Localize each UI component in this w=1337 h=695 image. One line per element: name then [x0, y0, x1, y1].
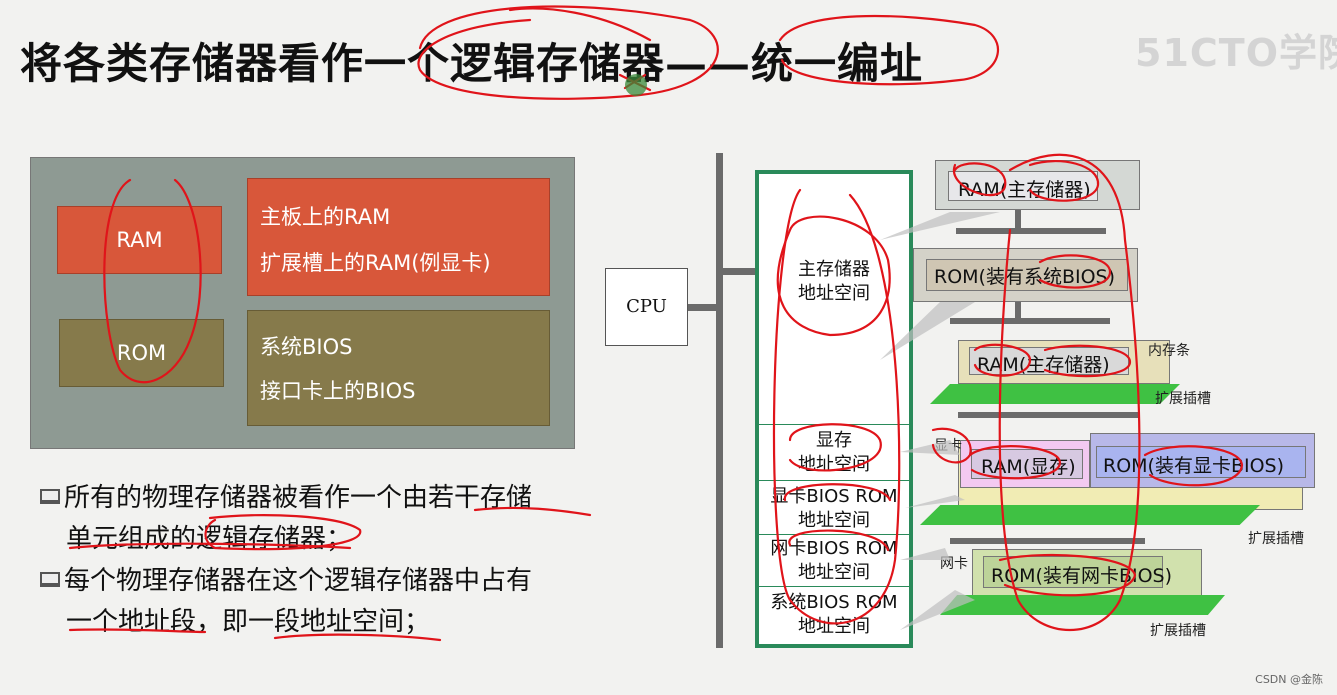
- bullet-text: 每个物理存储器在这个逻辑存储器中占有: [64, 566, 533, 596]
- bus-bar: [1015, 210, 1021, 230]
- watermark-credit: CSDN @金陈: [1255, 673, 1323, 686]
- bullet-1-line-2: 单元组成的逻辑存储器；: [66, 524, 353, 554]
- ram-description-box: 主板上的RAM 扩展槽上的RAM(例显卡): [247, 178, 550, 296]
- computer-bullet-icon: [40, 489, 60, 504]
- network-card-label: 网卡: [940, 556, 968, 572]
- bus-bar: [950, 538, 1145, 544]
- bus-bar: [958, 412, 1138, 418]
- expansion-slot: [940, 595, 1225, 615]
- segment-label: 网卡BIOS ROM: [770, 538, 898, 559]
- segment-label: 地址空间: [798, 616, 870, 637]
- memory-stick-label: 内存条: [1148, 343, 1190, 359]
- chip-label: RAM(主存储器): [977, 354, 1110, 376]
- bus-bar: [950, 318, 1110, 324]
- ram-desc-line: 主板上的RAM: [260, 205, 391, 229]
- chip-label: RAM(显存): [981, 456, 1076, 478]
- ram-label: RAM: [116, 228, 163, 252]
- cpu-label: CPU: [626, 296, 667, 317]
- bus-stub: [723, 268, 755, 275]
- rom-system-chip: ROM(装有系统BIOS): [913, 248, 1138, 302]
- memory-stick: RAM(主存储器): [958, 340, 1170, 384]
- segment-label: 主存储器: [798, 259, 870, 280]
- expansion-slot-label: 扩展插槽: [1248, 531, 1304, 547]
- address-segment-system-bios: 系统BIOS ROM 地址空间: [759, 586, 909, 644]
- memory-type-panel: RAM ROM 主板上的RAM 扩展槽上的RAM(例显卡) 系统BIOS 接口卡…: [30, 157, 575, 449]
- segment-label: 系统BIOS ROM: [770, 592, 898, 613]
- chip-label: ROM(装有系统BIOS): [934, 266, 1116, 288]
- system-bus: [716, 153, 723, 648]
- rom-box: ROM: [59, 319, 224, 387]
- address-segment-video-ram: 显存 地址空间: [759, 424, 909, 480]
- segment-label: 地址空间: [798, 454, 870, 475]
- ram-box: RAM: [57, 206, 222, 274]
- ram-video-chip: RAM(显存): [960, 440, 1090, 488]
- cpu-bus-link: [688, 304, 718, 311]
- bullet-1-line-1: 所有的物理存储器被看作一个由若干存储: [40, 477, 532, 514]
- bullet-text: 所有的物理存储器被看作一个由若干存储: [64, 483, 533, 513]
- bullet-2-line-2: 一个地址段，即一段地址空间；: [66, 607, 431, 637]
- segment-label: 显卡BIOS ROM: [770, 486, 898, 507]
- bus-bar: [956, 228, 1106, 234]
- segment-label: 显存: [816, 430, 852, 451]
- rom-desc-line: 接口卡上的BIOS: [260, 379, 416, 403]
- segment-label: 地址空间: [798, 510, 870, 531]
- chip-label: ROM(装有显卡BIOS): [1103, 455, 1285, 477]
- computer-bullet-icon: [40, 572, 60, 587]
- ram-main-chip-top: RAM(主存储器): [935, 160, 1140, 210]
- expansion-slot: [930, 384, 1180, 404]
- expansion-slot-label: 扩展插槽: [1155, 391, 1211, 407]
- expansion-slot-label: 扩展插槽: [1150, 623, 1206, 639]
- rom-label: ROM: [116, 341, 167, 365]
- cpu-box: CPU: [605, 268, 688, 346]
- chip-label: RAM(主存储器): [958, 179, 1091, 201]
- segment-label: 地址空间: [798, 562, 870, 583]
- address-segment-main-memory: 主存储器 地址空间: [759, 258, 909, 306]
- rom-video-chip: ROM(装有显卡BIOS): [1090, 433, 1315, 488]
- address-segment-video-bios: 显卡BIOS ROM 地址空间: [759, 480, 909, 534]
- chip-label: ROM(装有网卡BIOS): [991, 565, 1173, 587]
- expansion-slot: [920, 505, 1260, 525]
- bullet-2-line-1: 每个物理存储器在这个逻辑存储器中占有: [40, 560, 532, 597]
- rom-description-box: 系统BIOS 接口卡上的BIOS: [247, 310, 550, 426]
- rom-desc-line: 系统BIOS: [260, 335, 353, 359]
- ram-desc-line: 扩展槽上的RAM(例显卡): [260, 251, 491, 275]
- logical-address-space: 主存储器 地址空间 显存 地址空间 显卡BIOS ROM 地址空间 网卡BIOS…: [755, 170, 913, 648]
- address-segment-nic-bios: 网卡BIOS ROM 地址空间: [759, 534, 909, 586]
- video-card-label: 显卡: [934, 438, 962, 454]
- bus-bar: [1015, 302, 1021, 322]
- segment-label: 地址空间: [798, 283, 870, 304]
- page-title: 将各类存储器看作一个逻辑存储器——统一编址: [20, 39, 924, 88]
- watermark-logo: 51CTO学院: [1135, 31, 1337, 75]
